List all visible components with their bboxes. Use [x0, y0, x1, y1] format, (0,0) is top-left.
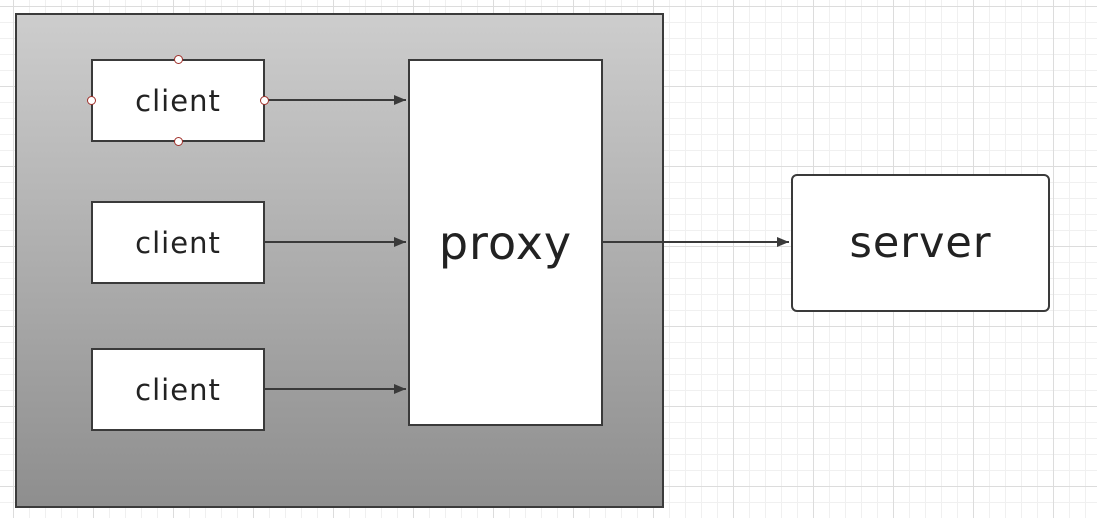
client-node-1-label: client — [135, 83, 221, 118]
server-node[interactable]: server — [791, 174, 1050, 312]
client-node-3-label: client — [135, 372, 221, 407]
proxy-node-label: proxy — [438, 215, 573, 270]
resize-handle-top[interactable] — [174, 55, 183, 64]
client-node-1[interactable]: client — [91, 59, 265, 142]
client-node-3[interactable]: client — [91, 348, 265, 431]
resize-handle-right[interactable] — [260, 96, 269, 105]
resize-handle-left[interactable] — [87, 96, 96, 105]
client-node-2[interactable]: client — [91, 201, 265, 284]
server-node-label: server — [849, 218, 992, 268]
proxy-node[interactable]: proxy — [408, 59, 603, 426]
client-node-2-label: client — [135, 225, 221, 260]
resize-handle-bottom[interactable] — [174, 137, 183, 146]
